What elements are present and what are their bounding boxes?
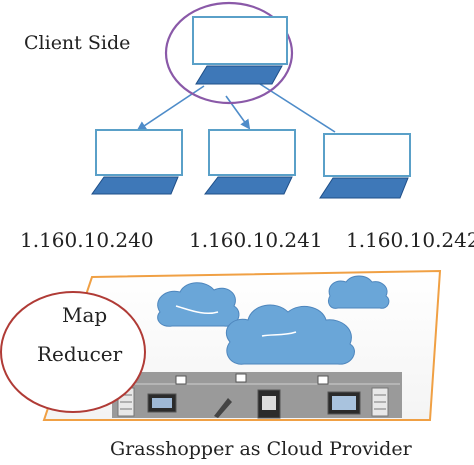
arrow-to-client-2 (225, 95, 251, 130)
monitor-icon (257, 389, 281, 419)
monitor-icon (147, 393, 177, 413)
line-to-client-3 (259, 83, 336, 133)
arrow-to-client-1 (136, 85, 205, 132)
pen-icon (214, 398, 232, 418)
cloud-icon (225, 304, 355, 365)
client-side-label: Client Side (24, 32, 131, 54)
map-reducer-circle (0, 291, 146, 413)
cloud-icon (327, 275, 390, 309)
laptop-icon (203, 129, 296, 195)
ip-label-1: 1.160.10.240 (20, 228, 154, 252)
monitor-icon (327, 391, 361, 415)
network-infrastructure (112, 372, 402, 419)
connector-arrows (136, 83, 336, 133)
cloud-provider-label: Grasshopper as Cloud Provider (110, 438, 412, 460)
ip-label-2: 1.160.10.241 (189, 228, 323, 252)
reducer-label: Reducer (37, 342, 123, 366)
map-label: Map (62, 303, 108, 327)
master-laptop-icon (164, 1, 294, 105)
ip-label-3: 1.160.10.242 (346, 228, 474, 252)
cloud-icon (157, 282, 240, 327)
laptop-icon (91, 129, 183, 195)
laptop-icon (319, 133, 411, 199)
client-side-circle (164, 1, 294, 105)
network-node-icon (175, 373, 329, 385)
server-icon (371, 387, 389, 417)
